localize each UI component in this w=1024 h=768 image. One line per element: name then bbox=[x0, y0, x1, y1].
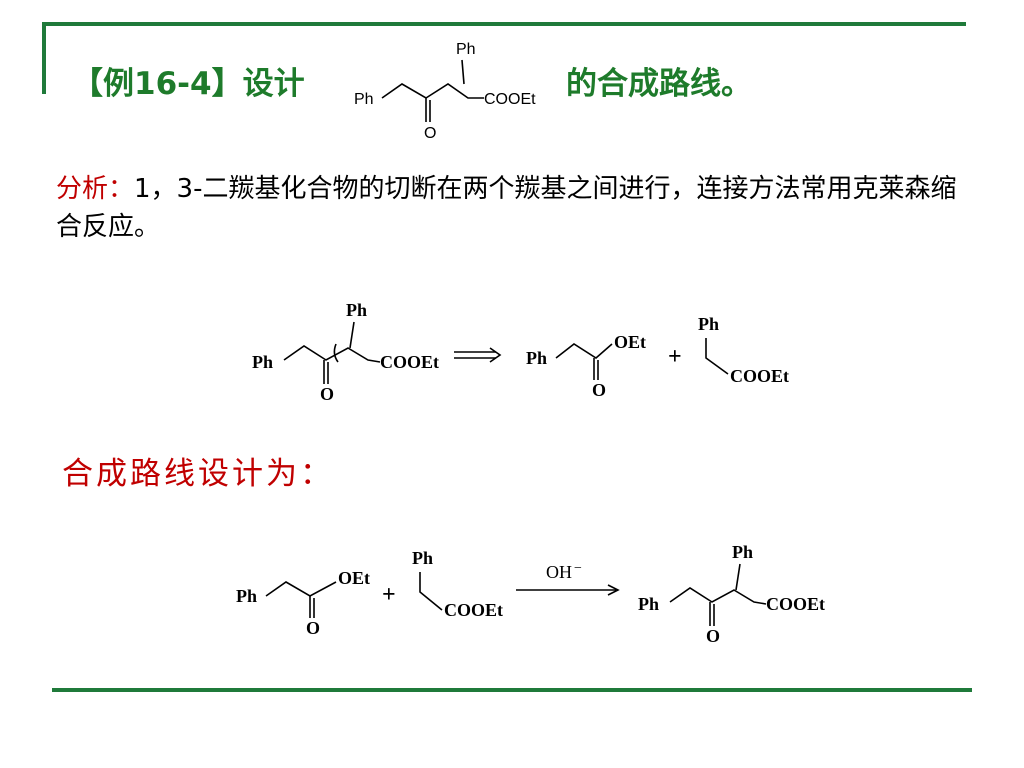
syn-product-ph-left: Ph bbox=[638, 594, 659, 614]
retro-ester-o: O bbox=[592, 380, 606, 400]
retro-ester2-cooet: COOEt bbox=[730, 366, 789, 386]
left-rule bbox=[42, 22, 46, 94]
title-ph-top: Ph bbox=[456, 41, 476, 58]
title-cooet: COOEt bbox=[484, 91, 536, 108]
syn-arrow-head bbox=[607, 584, 620, 596]
syn-plus: + bbox=[382, 582, 396, 608]
syn-ester-oet: OEt bbox=[338, 568, 370, 588]
retro-ester-ph: Ph bbox=[526, 348, 547, 368]
retro-cooet: COOEt bbox=[380, 352, 439, 372]
syn-product-ph-bond bbox=[735, 563, 741, 591]
syn-ester2-cooet: COOEt bbox=[444, 600, 503, 620]
title-chain bbox=[381, 83, 484, 99]
retro-ph-bond bbox=[349, 321, 355, 349]
retro-ester2-ph: Ph bbox=[698, 314, 719, 334]
synthesis-scheme: Ph OEt O + Ph COOEt OH − Ph Ph COOEt O bbox=[236, 542, 825, 646]
title-ph-bond bbox=[461, 59, 465, 85]
retro-plus: + bbox=[668, 344, 682, 370]
syn-ester-chain bbox=[265, 581, 337, 597]
retro-arrow-head bbox=[489, 347, 502, 363]
retro-ester-chain bbox=[555, 343, 613, 359]
retro-ester-oet: OEt bbox=[614, 332, 646, 352]
title-ph-left: Ph bbox=[354, 91, 374, 108]
syn-oh: OH bbox=[546, 562, 572, 582]
syn-ester2-ph: Ph bbox=[412, 548, 433, 568]
retro-ester2-chain bbox=[705, 338, 729, 375]
title-prefix: 【例16-4】设计 bbox=[72, 66, 305, 102]
title-suffix: 的合成路线。 bbox=[566, 66, 752, 102]
top-rule bbox=[42, 22, 966, 26]
bottom-rule bbox=[52, 688, 972, 692]
retro-o: O bbox=[320, 384, 334, 404]
disconnection-mark bbox=[333, 343, 339, 363]
retro-ph-left: Ph bbox=[252, 352, 273, 372]
syn-product-chain bbox=[669, 587, 767, 605]
syn-oh-charge: − bbox=[574, 561, 582, 576]
analysis-text: 1，3-二羰基化合物的切断在两个羰基之间进行，连接方法常用克莱森缩合反应。 bbox=[56, 174, 957, 242]
syn-product-cooet: COOEt bbox=[766, 594, 825, 614]
syn-ester2-chain bbox=[419, 572, 443, 611]
retro-chain bbox=[283, 345, 381, 363]
syn-ester-o: O bbox=[306, 618, 320, 638]
syn-ester-ph: Ph bbox=[236, 586, 257, 606]
syn-product-ph-top: Ph bbox=[732, 542, 753, 562]
title-o: O bbox=[424, 125, 436, 142]
analysis-label: 分析： bbox=[56, 174, 135, 204]
retro-ph-top: Ph bbox=[346, 300, 367, 320]
title-molecule: Ph Ph COOEt O bbox=[354, 41, 536, 142]
syn-product-o: O bbox=[706, 626, 720, 646]
retrosynthesis-scheme: Ph Ph COOEt O Ph OEt O + Ph COOEt bbox=[252, 300, 789, 404]
route-title: 合成路线设计为： bbox=[62, 456, 334, 492]
analysis-paragraph: 分析：1，3-二羰基化合物的切断在两个羰基之间进行，连接方法常用克莱森缩合反应。 bbox=[56, 170, 976, 246]
